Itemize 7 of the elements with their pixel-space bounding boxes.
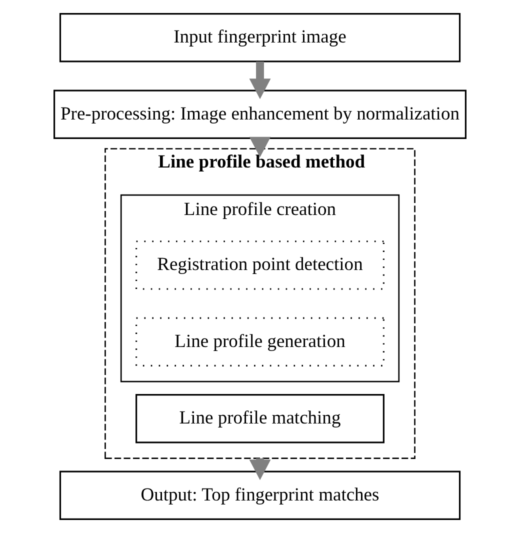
arrow	[248, 62, 270, 100]
node-box: Line profile matching	[135, 394, 384, 444]
node-box: Pre-processing: Image enhancement by normalization	[53, 90, 466, 139]
node-box: Output: Top fingerprint matches	[58, 470, 460, 520]
node-box: Input fingerprint image	[58, 13, 460, 62]
node-box: Line profile generation	[135, 317, 384, 366]
node-box: Registration point detection	[135, 240, 384, 290]
